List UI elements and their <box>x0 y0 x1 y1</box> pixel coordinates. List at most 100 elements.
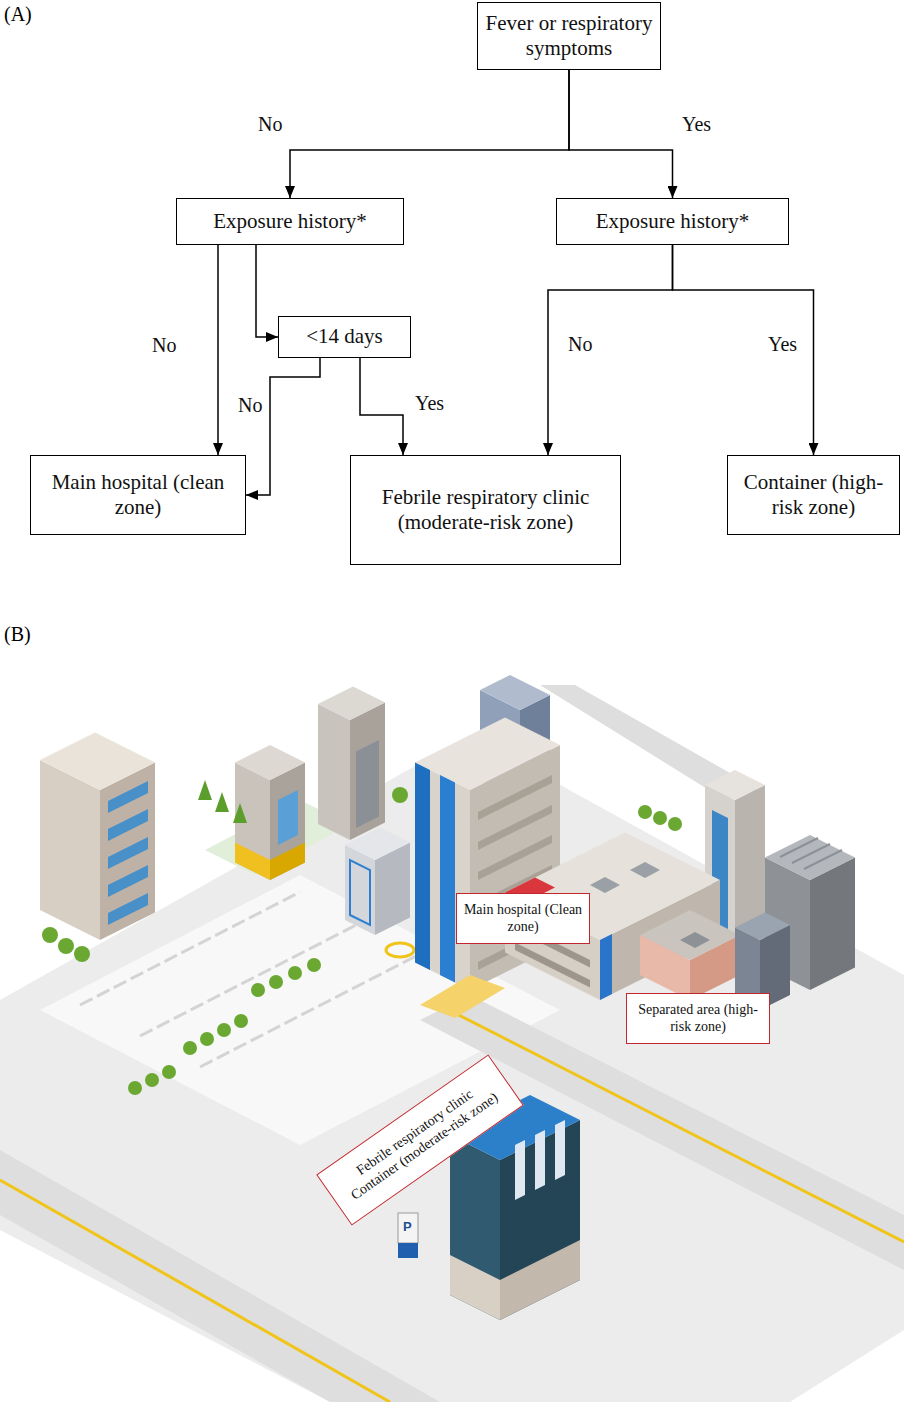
node-text-group: Main hospital (Clean zone) <box>463 902 583 936</box>
tree <box>183 1041 197 1055</box>
node-text: Fever or respiratory symptoms <box>484 11 654 61</box>
outcome-box: Febrile respiratory clinic (moderate-ris… <box>350 455 621 565</box>
connector <box>256 245 278 337</box>
decision-box: Exposure history* <box>176 198 404 245</box>
node-text: Container (high-risk zone) <box>734 470 893 520</box>
edge-label: No <box>566 332 594 356</box>
edge-label: Yes <box>680 112 713 136</box>
building-roof <box>40 733 155 791</box>
node-text: Main hospital (Clean zone) <box>463 902 583 936</box>
node-text-group: Exposure history* <box>563 209 782 234</box>
building-roof <box>480 675 550 710</box>
building-window <box>278 790 298 845</box>
building-base <box>270 843 305 881</box>
outcome-box: Container (high-risk zone) <box>727 455 900 535</box>
solar-panels <box>780 838 842 869</box>
node-text: <14 days <box>285 324 404 349</box>
node-text: Separated area (high-risk zone) <box>633 1002 763 1036</box>
building-window <box>108 893 148 925</box>
building-window <box>108 865 148 897</box>
zone-label-box: Separated area (high-risk zone) <box>626 993 770 1044</box>
tree <box>234 1014 248 1028</box>
edge-label: Yes <box>413 391 446 415</box>
node-text-group: <14 days <box>285 324 404 349</box>
tree <box>288 966 302 980</box>
building-window <box>478 775 552 820</box>
building-base <box>500 1240 580 1320</box>
tree <box>162 1065 176 1079</box>
tree <box>233 803 247 823</box>
building-window <box>535 1130 545 1190</box>
node-text: Main hospital (clean zone) <box>37 470 239 520</box>
building-window <box>555 1120 565 1180</box>
node-text-group: Separated area (high-risk zone) <box>633 1002 763 1036</box>
node-text: Febrile respiratory clinic (moderate-ris… <box>357 485 614 535</box>
building-face <box>415 763 470 991</box>
building-face <box>350 703 385 841</box>
node-text-group: Fever or respiratory symptoms <box>484 11 654 61</box>
panel-letter: (B) <box>4 622 31 646</box>
building-roof <box>318 687 385 721</box>
building-roof <box>705 770 765 800</box>
parking-sign-base <box>398 1243 418 1258</box>
building-roof <box>345 828 410 861</box>
tree <box>198 780 212 800</box>
tree <box>128 1081 142 1095</box>
building-window <box>108 837 148 869</box>
building-window <box>108 809 148 841</box>
building-stripe <box>415 763 430 971</box>
building-face <box>810 858 855 991</box>
tree <box>307 958 321 972</box>
connector <box>246 358 320 495</box>
tree <box>58 938 74 954</box>
road-line <box>0 1180 390 1402</box>
edge-label: No <box>256 112 284 136</box>
node-text-group: Container (high-risk zone) <box>734 470 893 520</box>
building-roof <box>415 718 560 791</box>
building-frame <box>350 860 370 925</box>
decision-box: Exposure history* <box>556 198 789 245</box>
building-face <box>100 763 155 941</box>
tree <box>269 975 283 989</box>
connector <box>290 70 569 198</box>
edge-label: No <box>236 393 264 417</box>
walkway <box>420 975 505 1018</box>
building-stripe <box>600 934 612 1000</box>
tree <box>653 811 667 825</box>
roof-unit <box>590 877 620 893</box>
node-text-group: Febrile respiratory clinic (moderate-ris… <box>357 485 614 535</box>
parking-sign <box>398 1213 418 1243</box>
tree <box>668 817 682 831</box>
building-face <box>270 763 305 881</box>
tree <box>215 792 229 812</box>
road-marking <box>386 943 414 957</box>
tree <box>392 787 408 803</box>
tree <box>42 927 58 943</box>
building-window <box>515 943 590 988</box>
building-base <box>450 1255 500 1320</box>
connector <box>673 245 814 455</box>
node-text-group: Main hospital (clean zone) <box>37 470 239 520</box>
tree <box>638 805 652 819</box>
connector <box>360 358 403 455</box>
building-face <box>345 845 375 935</box>
node-text: Exposure history* <box>183 209 397 234</box>
tree <box>217 1023 231 1037</box>
outcome-box: Main hospital (clean zone) <box>30 455 246 535</box>
tree <box>145 1073 159 1087</box>
tree <box>200 1032 214 1046</box>
decision-box: Fever or respiratory symptoms <box>477 2 661 70</box>
building-window <box>356 740 379 828</box>
edge-label: Yes <box>766 332 799 356</box>
roof-unit <box>680 932 710 948</box>
building-roof <box>640 910 740 960</box>
building-base <box>235 843 270 881</box>
panel-letter: (A) <box>4 2 32 26</box>
tree <box>74 946 90 962</box>
building-face <box>450 1135 500 1320</box>
edge-label: No <box>150 333 178 357</box>
parking-letter: P <box>403 1219 412 1235</box>
ground <box>0 735 904 1402</box>
node-text: Exposure history* <box>563 209 782 234</box>
